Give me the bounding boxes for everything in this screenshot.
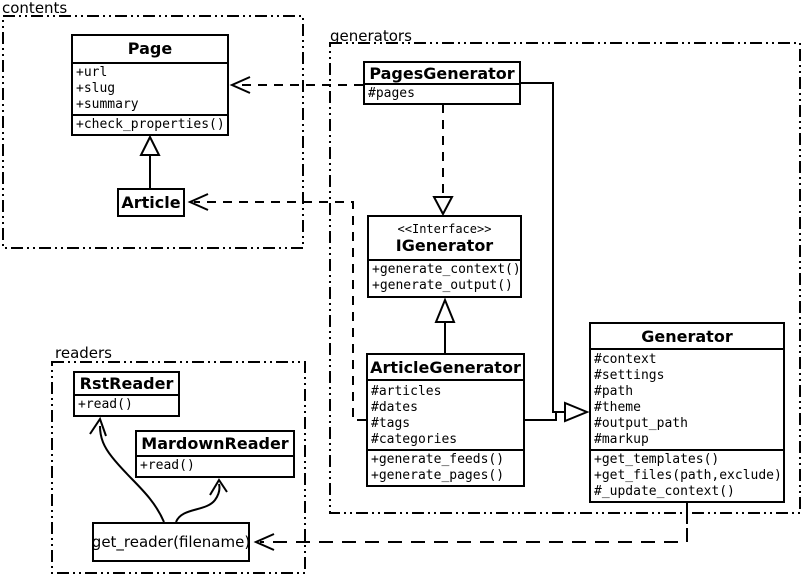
class-mardownreader: MardownReader +read() [135,430,295,478]
class-rstreader: RstReader +read() [73,371,180,417]
edge-article-to-page-generalization [139,134,161,188]
class-articlegenerator-attributes: #articles #dates #tags #categories [371,384,458,447]
class-articlegenerator-methods: +generate_feeds() +generate_pages() [368,449,523,485]
edge-getreader-to-mardownreader-arrow [175,478,228,523]
class-pagesgenerator: PagesGenerator #pages [363,61,521,105]
edge-generator-to-getreader-dependency [253,502,688,551]
edge-articlegenerator-to-article-dependency [187,193,366,421]
class-igenerator: <<Interface>> IGenerator +generate_conte… [367,215,522,298]
class-mardownreader-name: MardownReader [137,432,293,457]
class-page-name: Page [73,36,227,64]
class-igenerator-methods: +generate_context() +generate_output() [372,262,521,293]
class-igenerator-stereotype: <<Interface>> [397,221,492,236]
edge-articlegenerator-to-igenerator-realization [434,297,456,353]
class-rstreader-name: RstReader [75,373,178,396]
node-get-reader: get_reader(filename) [92,522,250,562]
class-page-methods: +check_properties() [73,114,227,134]
class-article: Article [117,188,185,217]
class-rstreader-methods: +read() [78,397,133,412]
class-generator: Generator #context #settings #path #them… [589,322,785,503]
package-label-contents: contents [2,0,68,17]
class-articlegenerator-name: ArticleGenerator [368,355,523,381]
class-page-attributes: +url +slug +summary [76,64,139,112]
class-page: Page +url +slug +summary +check_properti… [71,34,229,136]
class-generator-name: Generator [591,324,783,350]
package-frame-readers [51,361,306,574]
class-igenerator-name: IGenerator [395,235,494,255]
class-pagesgenerator-attributes: #pages [368,86,415,101]
class-generator-attributes: #context #settings #path #theme #output_… [594,352,688,447]
class-igenerator-title: <<Interface>> IGenerator [369,217,520,261]
class-pagesgenerator-name: PagesGenerator [365,63,519,85]
class-generator-methods: +get_templates() +get_files(path,exclude… [591,449,783,501]
class-mardownreader-methods: +read() [140,458,195,473]
package-label-generators: generators [330,27,412,45]
edge-getreader-to-rstreader-arrow [89,416,165,523]
class-article-name: Article [121,193,181,212]
edge-pagesgenerator-to-page-dependency [229,76,363,94]
edge-generators-to-generator-generalization [521,82,590,423]
package-frame-contents [2,15,304,249]
edge-pagesgenerator-to-igenerator-realization [432,104,454,217]
package-label-readers: readers [55,344,112,362]
package-frame-generators [329,42,801,514]
class-articlegenerator: ArticleGenerator #articles #dates #tags … [366,353,525,487]
